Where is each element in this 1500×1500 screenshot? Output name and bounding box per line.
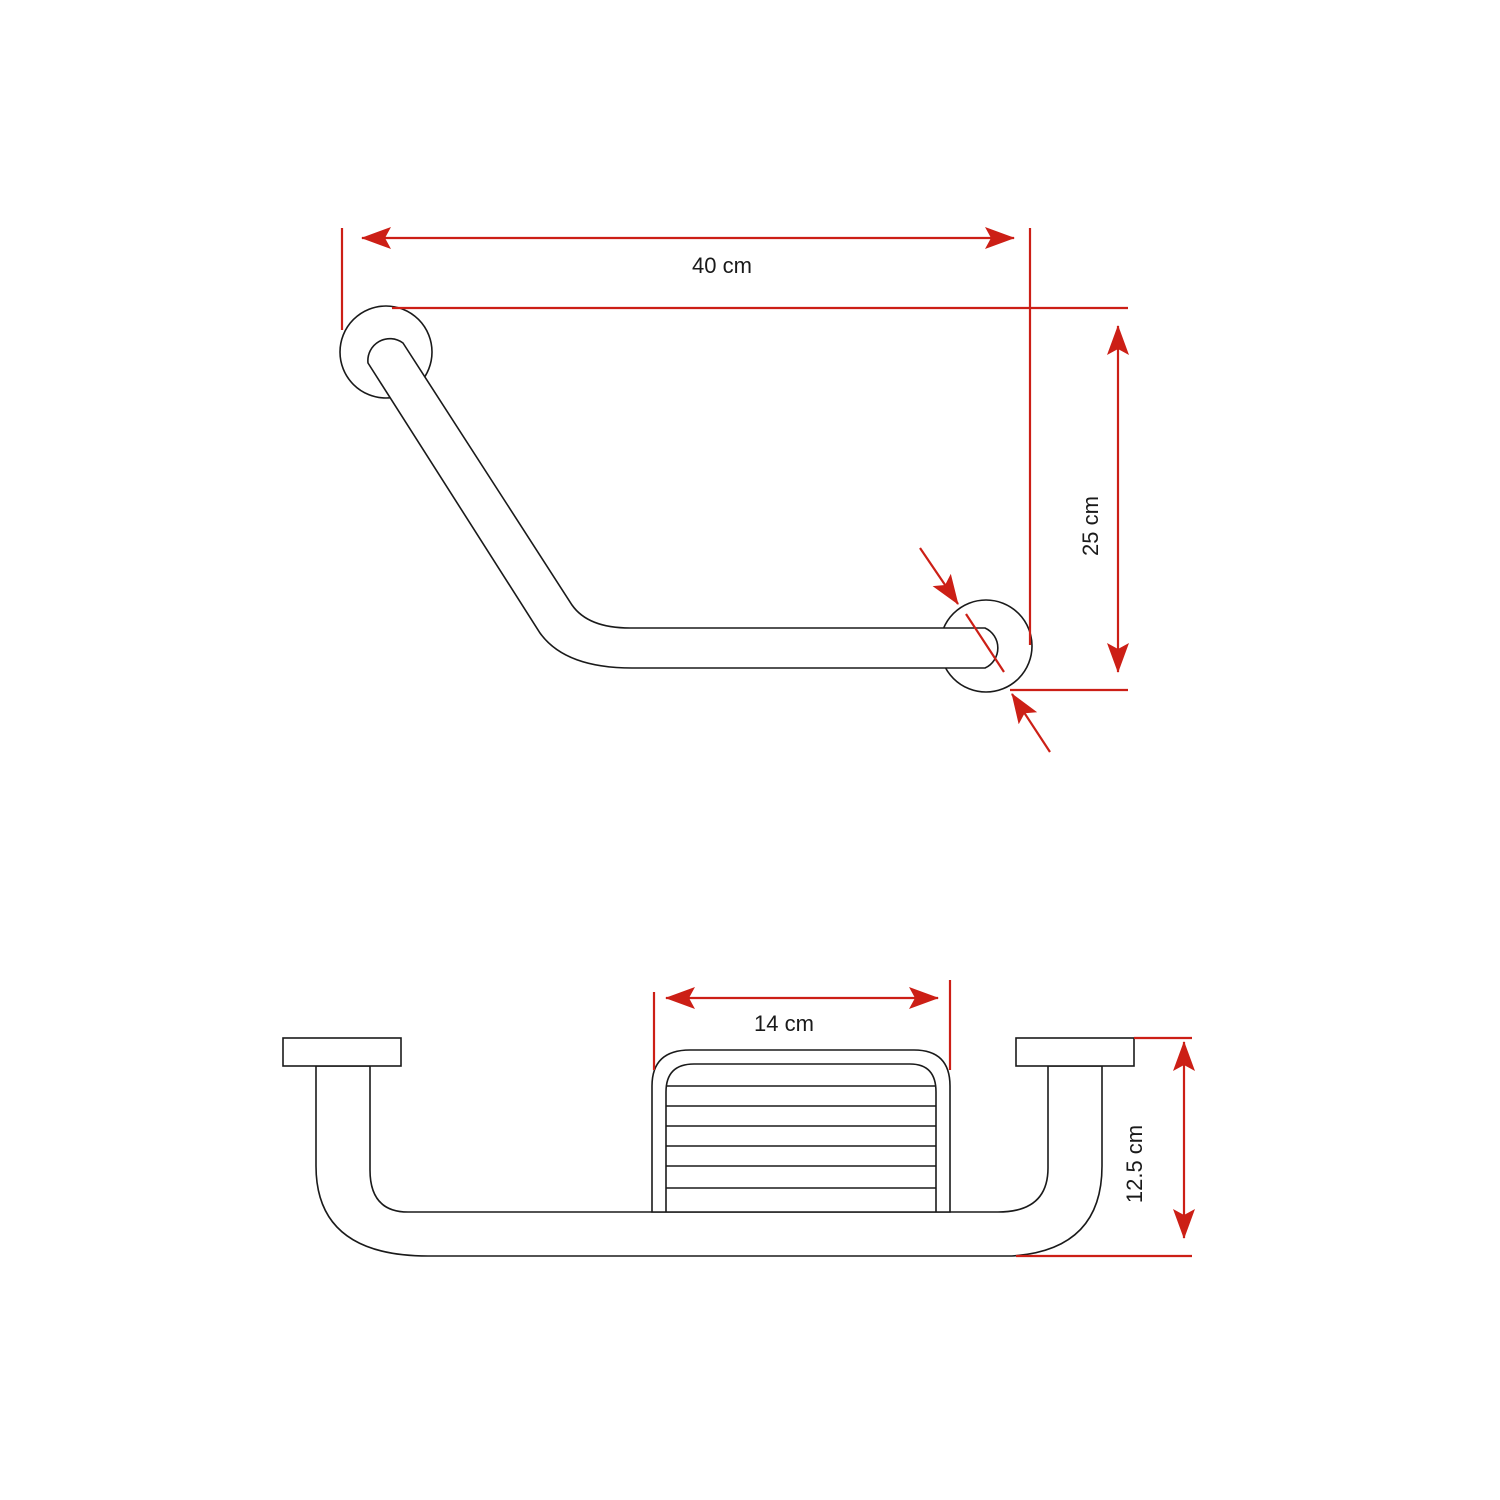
dimension-tube-diameter: [919, 547, 1051, 753]
front-left-flange: [282, 1037, 402, 1067]
dimension-height-25: 25 cm: [1010, 325, 1129, 692]
dimension-width-40: 40 cm: [340, 227, 1128, 645]
dimension-depth-12-5: 12.5 cm: [1016, 1036, 1195, 1258]
soap-basket: [651, 1049, 951, 1213]
front-view-grab-bar: [282, 1037, 1135, 1257]
depth-label: 12.5 cm: [1122, 1125, 1147, 1203]
front-right-flange: [1015, 1037, 1135, 1067]
dimension-basket-14: 14 cm: [652, 980, 952, 1070]
front-bar-body: [315, 1065, 1103, 1257]
width-label: 40 cm: [692, 253, 752, 278]
basket-width-label: 14 cm: [754, 1011, 814, 1036]
top-view-grab-bar: [339, 305, 1033, 693]
height-label: 25 cm: [1078, 496, 1103, 556]
bar-body: [367, 337, 999, 669]
